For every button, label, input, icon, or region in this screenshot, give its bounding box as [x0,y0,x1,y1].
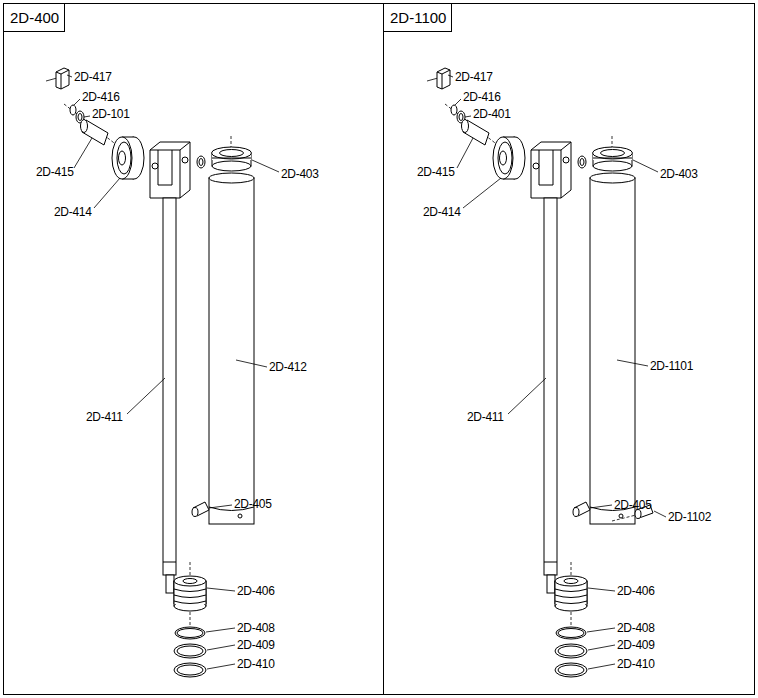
drawing-stroke [465,116,471,117]
diagram-panel: 2D-1100 [383,3,755,695]
drawing-stroke [457,138,473,168]
callout-number: 2D-403 [281,167,319,181]
drawing-stroke [588,588,615,591]
callout-number: 2D-408 [237,621,275,635]
callout-number: 2D-414 [54,205,92,219]
drawing-stroke [94,178,120,208]
left-assembly [46,68,254,677]
callout-number: 2D-416 [82,90,120,104]
drawing-stroke [633,160,658,172]
drawing-stroke [207,664,235,669]
drawing-stroke [587,628,615,632]
drawing-stroke [588,664,615,669]
drawing-stroke [206,628,235,632]
leader-lines [67,75,666,669]
drawing-stroke [236,360,267,367]
drawing-stroke [207,645,235,650]
drawing-stroke [84,116,90,117]
callout-number: 2D-405 [234,497,272,511]
callout-number: 2D-412 [269,360,307,374]
callout-number: 2D-417 [74,70,112,84]
callout-number: 2D-411 [86,410,123,424]
callout-number: 2D-1101 [650,359,693,373]
right-assembly [427,68,635,677]
drawing-stroke [455,99,461,105]
callout-number: 2D-406 [617,584,655,598]
callout-number: 2D-406 [237,584,275,598]
panel-title: 2D-400 [4,4,65,32]
callout-number: 2D-408 [617,621,655,635]
callout-number: 2D-409 [617,638,655,652]
callout-number: 2D-416 [463,90,501,104]
drawing-stroke [74,99,80,105]
callout-number: 2D-415 [417,165,455,179]
drawing-stroke [127,378,165,414]
drawing-stroke [74,138,92,168]
callout-number: 2D-417 [455,70,493,84]
callout-number: 2D-410 [237,657,275,671]
panel-title: 2D-1100 [384,4,452,32]
callout-number: 2D-1102 [668,510,711,524]
drawing-stroke [617,360,648,366]
drawing-stroke [508,378,546,414]
drawing-stroke [588,645,615,650]
callout-number: 2D-101 [92,107,130,121]
callout-number: 2D-410 [617,657,655,671]
drawing-stroke [612,515,636,521]
callout-number: 2D-405 [614,498,652,512]
diagram-panel: 2D-400 [3,3,384,695]
drawing-stroke [207,588,235,591]
callout-number: 2D-409 [237,638,275,652]
drawing-stroke [448,75,453,77]
callout-number: 2D-411 [467,410,504,424]
callout-number: 2D-414 [423,205,461,219]
drawing-stroke [67,75,72,77]
callout-number: 2D-415 [36,165,74,179]
drawing-stroke [252,160,279,172]
drawing-stroke [209,505,232,508]
drawing-stroke [654,511,666,517]
callout-number: 2D-401 [473,107,511,121]
drawing-stroke [463,178,501,208]
callout-number: 2D-403 [660,167,698,181]
drawing-stroke [590,505,612,508]
